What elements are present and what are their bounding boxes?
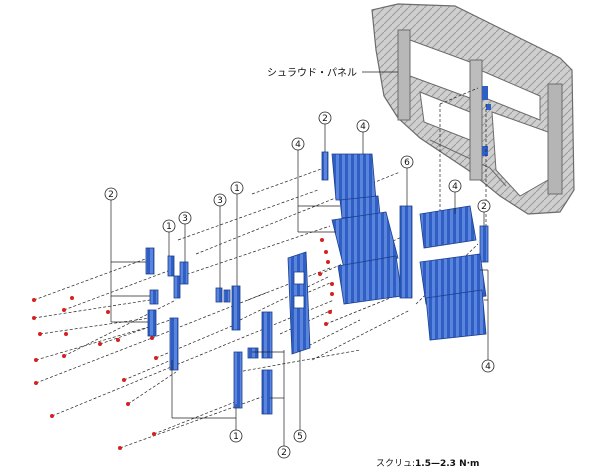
callout-marker: 2 xyxy=(318,111,332,125)
callout-marker: 1 xyxy=(230,181,244,195)
screw xyxy=(118,446,122,450)
svg-text:1: 1 xyxy=(166,222,172,232)
screw xyxy=(330,292,334,296)
callout-leaders xyxy=(110,124,489,446)
screw xyxy=(70,296,74,300)
screw xyxy=(62,308,66,312)
callout-marker: 6 xyxy=(400,155,414,169)
callout-marker: 2 xyxy=(477,199,491,213)
callout-marker: 4 xyxy=(481,359,495,373)
screw xyxy=(328,310,332,314)
screw xyxy=(150,336,154,340)
svg-text:4: 4 xyxy=(452,182,458,192)
callout-marker: 2 xyxy=(104,187,118,201)
screw xyxy=(38,332,42,336)
clip-part xyxy=(223,289,231,303)
screw xyxy=(330,282,334,286)
callout-marker: 2 xyxy=(277,445,291,459)
callout-marker: 4 xyxy=(448,179,462,193)
assembly-guide-lines xyxy=(33,87,487,449)
bracket-part xyxy=(321,151,329,181)
svg-text:5: 5 xyxy=(297,432,303,442)
screw xyxy=(122,378,126,382)
rail-part xyxy=(425,289,487,341)
bracket-part xyxy=(149,289,159,305)
clip-part xyxy=(179,261,189,285)
svg-text:1: 1 xyxy=(233,432,239,442)
bracket-part xyxy=(169,317,179,371)
bracket-part xyxy=(247,347,259,359)
screw xyxy=(32,316,36,320)
callout-marker: 3 xyxy=(213,193,227,207)
bracket-part xyxy=(147,309,157,337)
clip-part xyxy=(167,255,175,277)
screw-group xyxy=(32,238,334,450)
torque-spec: スクリュ:1.5—2.3 N·m xyxy=(376,456,479,469)
callout-marker: 4 xyxy=(291,137,305,151)
screw xyxy=(34,358,38,362)
svg-text:4: 4 xyxy=(295,140,301,150)
bracket-part xyxy=(145,247,155,275)
screw xyxy=(152,432,156,436)
svg-text:3: 3 xyxy=(182,214,188,224)
svg-text:2: 2 xyxy=(481,202,487,212)
shroud-panel-frame xyxy=(371,3,575,215)
svg-text:4: 4 xyxy=(360,122,366,132)
callout-markers: 2 1 3 3 1 4 2 4 xyxy=(104,111,495,459)
callout-marker: 1 xyxy=(229,429,243,443)
screw xyxy=(126,402,130,406)
callout-marker: 1 xyxy=(162,219,176,233)
screw xyxy=(326,260,330,264)
clip-part xyxy=(215,287,223,303)
svg-text:2: 2 xyxy=(322,114,328,124)
rail-part xyxy=(331,211,399,269)
screw xyxy=(50,414,54,418)
screw xyxy=(320,238,324,242)
bracket-part xyxy=(261,311,273,359)
callout-marker: 5 xyxy=(293,429,307,443)
bracket-part xyxy=(261,369,273,415)
screw xyxy=(116,338,120,342)
screw xyxy=(324,250,328,254)
screw xyxy=(98,342,102,346)
svg-text:6: 6 xyxy=(404,158,410,168)
blue-part-group xyxy=(145,151,489,415)
screw xyxy=(324,322,328,326)
screw xyxy=(318,272,322,276)
svg-text:4: 4 xyxy=(485,362,491,372)
screw xyxy=(62,354,66,358)
svg-text:3: 3 xyxy=(217,196,223,206)
torque-prefix: スクリュ: xyxy=(376,459,416,469)
svg-text:2: 2 xyxy=(281,448,287,458)
column-part xyxy=(399,205,413,299)
screw xyxy=(154,356,158,360)
shroud-panel-label: シュラウド・パネル xyxy=(267,67,357,79)
svg-text:1: 1 xyxy=(234,184,240,194)
svg-text:2: 2 xyxy=(108,190,114,200)
clip-part xyxy=(173,275,181,299)
bracket-part xyxy=(479,225,489,263)
screw xyxy=(32,298,36,302)
rail-part xyxy=(419,205,477,249)
callout-marker: 4 xyxy=(356,119,370,133)
torque-value: 1.5—2.3 N·m xyxy=(415,459,480,469)
callout-marker: 3 xyxy=(178,211,192,225)
clip-part xyxy=(231,285,241,331)
screw xyxy=(106,310,110,314)
screw xyxy=(64,332,68,336)
bracket-part xyxy=(233,351,243,409)
rail-part xyxy=(331,153,377,201)
screw xyxy=(34,381,38,385)
